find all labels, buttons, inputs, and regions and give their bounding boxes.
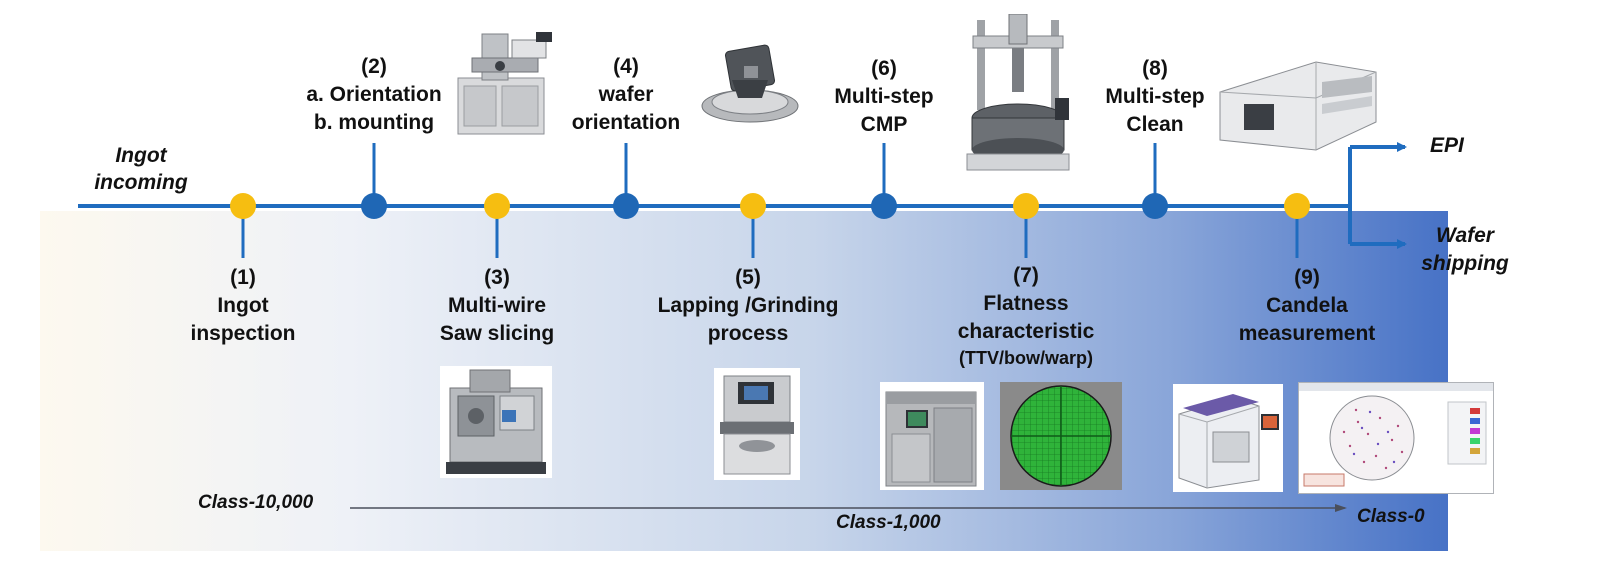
wafer-shipping-line1: Wafer	[1436, 224, 1494, 247]
step-7-line3: (TTV/bow/warp)	[959, 348, 1093, 368]
step-8-number: (8)	[1142, 57, 1168, 80]
orientation-mounting-machine-icon	[457, 32, 552, 135]
xray-wafer-orientation-machine-icon	[692, 36, 810, 136]
epi-label: EPI	[1430, 134, 1464, 157]
step-7-line2: characteristic	[957, 320, 1095, 343]
step-5-line2: process	[707, 322, 789, 345]
step-1-label: (1) Ingot inspection	[168, 264, 318, 348]
ingot-incoming-label: Ingot incoming	[86, 142, 196, 196]
step-9-line2: measurement	[1238, 322, 1376, 345]
step-6-line1: Multi-step	[834, 85, 934, 108]
step-9-label: (9) Candela measurement	[1222, 264, 1392, 348]
step-3-number: (3)	[484, 266, 510, 289]
step-8-line2: Clean	[1126, 113, 1184, 136]
ingot-incoming-line2: incoming	[94, 171, 188, 194]
step-3-label: (3) Multi-wire Saw slicing	[412, 264, 582, 348]
class-1000-label: Class-1,000	[836, 512, 941, 533]
step-2-line2: b. mounting	[313, 111, 435, 134]
step-3-line1: Multi-wire	[448, 294, 546, 317]
dot-step-6	[871, 193, 897, 219]
class-0-label: Class-0	[1357, 506, 1425, 527]
step-3-line2: Saw slicing	[439, 322, 555, 345]
dot-step-5	[740, 193, 766, 219]
step-4-label: (4) wafer orientation	[566, 53, 686, 137]
dot-step-4	[613, 193, 639, 219]
candela-defect-map-icon	[1298, 382, 1494, 494]
step-7-line1: Flatness	[983, 292, 1069, 315]
step-7-number: (7)	[1013, 264, 1039, 287]
step-1-line2: inspection	[190, 322, 296, 345]
dot-step-3	[484, 193, 510, 219]
step-8-line1: Multi-step	[1105, 85, 1205, 108]
dot-step-2	[361, 193, 387, 219]
step-6-line2: CMP	[860, 113, 908, 136]
step-4-line1: wafer	[598, 83, 654, 106]
dot-step-1	[230, 193, 256, 219]
cmp-polisher-machine-icon	[966, 14, 1070, 171]
step-9-number: (9)	[1294, 266, 1320, 289]
flatness-tool-icon	[880, 382, 984, 490]
step-2-label: (2) a. Orientation b. mounting	[289, 53, 459, 137]
lapping-grinding-machine-icon	[714, 368, 800, 480]
candela-inspection-tool-icon	[1173, 384, 1283, 492]
step-1-line1: Ingot	[217, 294, 269, 317]
ingot-incoming-line1: Ingot	[115, 144, 167, 167]
step-5-number: (5)	[735, 266, 761, 289]
step-8-label: (8) Multi-step Clean	[1090, 55, 1220, 139]
step-2-number: (2)	[361, 55, 387, 78]
step-2-line1: a. Orientation	[306, 83, 442, 106]
step-6-number: (6)	[871, 57, 897, 80]
dot-step-7	[1013, 193, 1039, 219]
class-10000-label: Class-10,000	[198, 492, 314, 513]
dot-step-9	[1284, 193, 1310, 219]
step-5-line1: Lapping /Grinding	[657, 294, 839, 317]
step-4-number: (4)	[613, 55, 639, 78]
dot-step-8	[1142, 193, 1168, 219]
step-7-label: (7) Flatness characteristic (TTV/bow/war…	[931, 262, 1121, 370]
wafer-shipping-label: Wafer shipping	[1410, 222, 1520, 278]
wafer-cleaning-line-machine-icon	[1219, 61, 1377, 151]
step-4-line2: orientation	[571, 111, 681, 134]
step-1-number: (1)	[230, 266, 256, 289]
flatness-wafer-map-icon	[1000, 382, 1122, 490]
step-9-line1: Candela	[1266, 294, 1348, 317]
step-6-label: (6) Multi-step CMP	[824, 55, 944, 139]
multi-wire-saw-machine-icon	[440, 366, 552, 478]
wafer-shipping-line2: shipping	[1421, 252, 1509, 275]
step-5-label: (5) Lapping /Grinding process	[638, 264, 858, 348]
